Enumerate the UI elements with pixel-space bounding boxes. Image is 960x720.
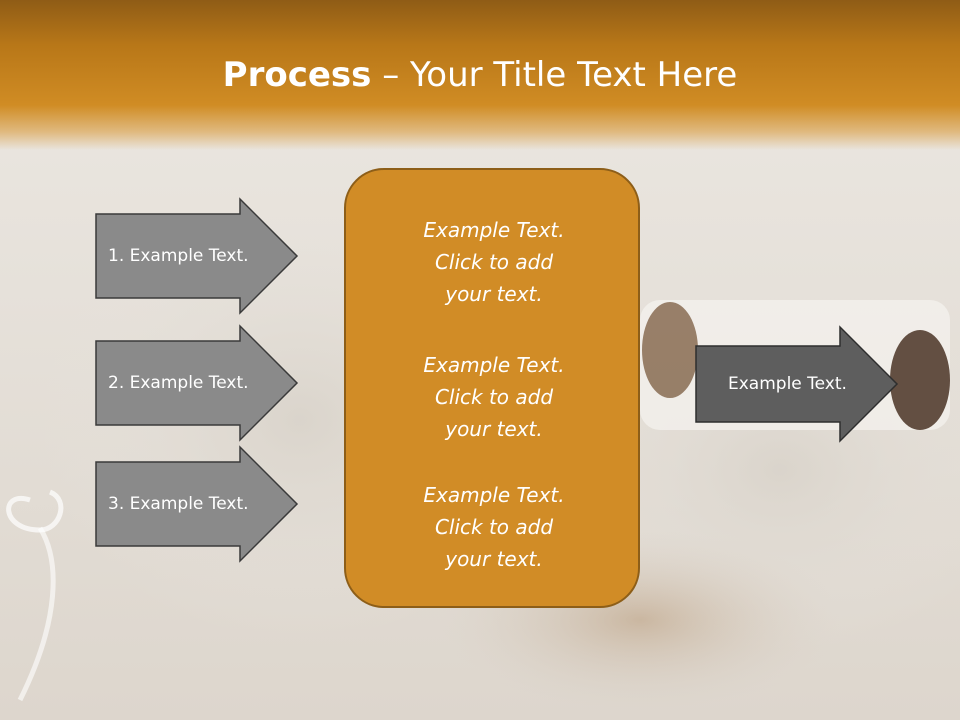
cigarette-end-icon: [890, 330, 950, 430]
center-block-2-line3: your text.: [445, 417, 543, 441]
center-block-3-line3: your text.: [445, 547, 543, 571]
left-arrow-label-1: 1. Example Text.: [108, 246, 249, 266]
center-block-2-line2: Click to add: [434, 385, 554, 409]
center-block-2-line1: Example Text.: [423, 353, 565, 377]
left-arrow-1[interactable]: [95, 197, 299, 315]
center-block-1: Example Text. Click to add your text.: [346, 214, 642, 310]
center-block-3-line1: Example Text.: [423, 483, 565, 507]
center-block-3-line2: Click to add: [434, 515, 554, 539]
center-block-2: Example Text. Click to add your text.: [346, 349, 642, 445]
cigarette-end-icon: [642, 302, 698, 398]
right-arrow[interactable]: [695, 325, 899, 443]
center-block-1-line1: Example Text.: [423, 218, 565, 242]
header-band: [0, 0, 960, 150]
left-arrow-label-2: 2. Example Text.: [108, 373, 249, 393]
slide-title: Process – Your Title Text Here: [0, 52, 960, 98]
left-arrow-label-3: 3. Example Text.: [108, 494, 249, 514]
right-arrow-label: Example Text.: [728, 374, 847, 394]
title-bold: Process: [222, 55, 372, 95]
title-dash: –: [371, 55, 411, 95]
center-block-1-line2: Click to add: [434, 250, 554, 274]
title-rest: Your Title Text Here: [410, 55, 738, 95]
center-block-3: Example Text. Click to add your text.: [346, 479, 642, 575]
left-arrow-2[interactable]: [95, 324, 299, 442]
left-arrow-3[interactable]: [95, 445, 299, 563]
center-text-box[interactable]: Example Text. Click to add your text. Ex…: [344, 168, 640, 608]
center-block-1-line3: your text.: [445, 282, 543, 306]
